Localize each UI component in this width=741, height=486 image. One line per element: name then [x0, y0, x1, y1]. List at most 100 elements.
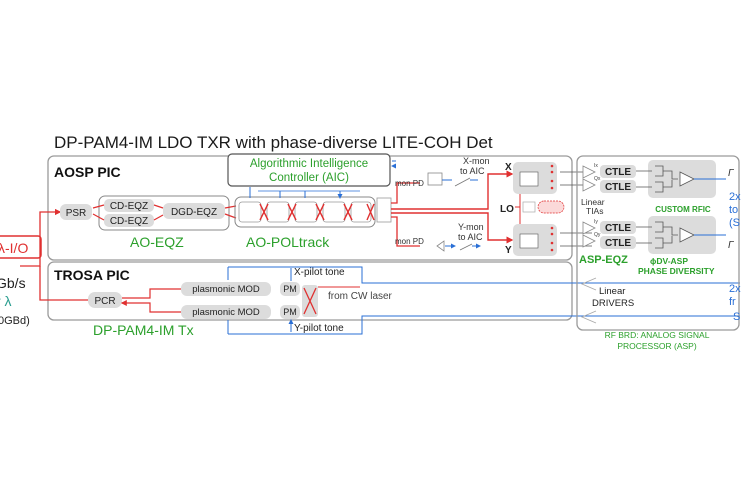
- x-label: X: [505, 162, 512, 173]
- tx-label: DP-PAM4-IM Tx: [93, 322, 194, 338]
- mod-to-pcr-paths: [122, 288, 181, 313]
- y-signal-path: [391, 212, 514, 244]
- mod-2-label: plasmonic MOD: [192, 307, 260, 318]
- mod-1-block: [181, 282, 271, 296]
- y-mon-optical-path: [391, 216, 420, 247]
- linear-drivers-line2: DRIVERS: [592, 298, 634, 309]
- aic-line1: Algorithmic Intelligence: [250, 158, 368, 170]
- cd-eqz-1-label: CD-EQZ: [110, 201, 148, 212]
- dgd-eqz-block: [163, 203, 225, 219]
- output-bottom-symbol: Γ: [728, 240, 735, 251]
- io-label: λ-I/O: [0, 240, 28, 256]
- cd-eqz-2-label: CD-EQZ: [110, 216, 148, 227]
- right-frag-2x-b: 2x: [729, 283, 741, 295]
- mon-pd-top-icon: [427, 172, 443, 186]
- iy-label: Iy: [594, 219, 598, 225]
- poltrack-stages: [238, 187, 375, 223]
- y-label: Y: [505, 245, 512, 256]
- asp-board-panel: [576, 155, 740, 331]
- rfic-outputs: [694, 178, 726, 236]
- baud-fragment: 0GBd): [0, 315, 30, 327]
- trosa-pic-panel: [47, 261, 573, 321]
- mon-pd-outputs: [442, 179, 455, 246]
- output-top-symbol: Γ: [728, 168, 735, 179]
- poltrack-input: [224, 205, 237, 219]
- psr-label: PSR: [66, 208, 87, 219]
- diagram-title: DP-PAM4-IM LDO TXR with phase-diverse LI…: [54, 133, 493, 152]
- io-box: [0, 235, 42, 259]
- x-mon-line1: X-mon: [463, 156, 490, 166]
- pm-2-label: PM: [283, 307, 297, 317]
- mon-pd-top-label: mon PD: [395, 179, 424, 188]
- rfic-internals: [636, 165, 695, 249]
- lambda-fragment: r λ: [0, 293, 12, 309]
- mod-1-label: plasmonic MOD: [192, 284, 260, 295]
- x-mon-optical-path: [391, 182, 420, 204]
- x-mon-line2: to AIC: [460, 166, 485, 176]
- y-mon-line2: to AIC: [458, 232, 483, 242]
- cd-eqz-1-block: [104, 199, 154, 212]
- pcr-block: [88, 292, 122, 308]
- mon-pd-bottom-label: mon PD: [395, 237, 424, 246]
- pm-1-label: PM: [283, 284, 297, 294]
- asp-eqz-label: ASP-EQZ: [579, 254, 628, 266]
- mod-2-block: [181, 305, 271, 319]
- rate-fragment: Gb/s: [0, 275, 26, 291]
- linear-drivers-line1: Linear: [599, 286, 625, 297]
- asp-footer-line1: RF BRD: ANALOG SIGNAL: [605, 330, 710, 340]
- custom-rfic-label: CUSTOM RFIC: [655, 205, 711, 214]
- ao-eqz-group: [98, 195, 230, 231]
- phase-diversity-label: PHASE DIVERSITY: [638, 266, 715, 276]
- ctle-ix-label: CTLE: [605, 167, 631, 178]
- qx-label: Qx: [594, 176, 601, 182]
- mon-to-aic-arrows: [470, 179, 480, 246]
- ao-poltrack-label: AO-POLtrack: [246, 234, 330, 250]
- ctle-qx-label: CTLE: [605, 182, 631, 193]
- pd-to-tia: [560, 171, 592, 247]
- driver-to-mod-paths: [228, 266, 740, 335]
- qy-label: Qy: [594, 232, 601, 238]
- mon-switches: [454, 177, 473, 251]
- io-link: [20, 258, 41, 267]
- ao-eqz-label: AO-EQZ: [130, 234, 184, 250]
- lo-label: LO: [500, 204, 514, 215]
- trosa-header: TROSA PIC: [54, 267, 130, 283]
- tia-array: [582, 165, 596, 248]
- right-frag-s: (S: [729, 217, 740, 229]
- y-mon-line1: Y-mon: [458, 222, 484, 232]
- x-pilot-label: X-pilot tone: [294, 267, 345, 278]
- tap-coupler: [376, 197, 392, 223]
- pcr-output-path: [39, 266, 90, 301]
- ctle-blocks: [600, 165, 636, 249]
- asp-footer-line2: PROCESSOR (ASP): [617, 341, 697, 351]
- x-signal-path: [391, 170, 514, 210]
- linear-tias-line2: TIAs: [586, 206, 603, 216]
- aosp-header: AOSP PIC: [54, 164, 121, 180]
- lo-splitter: [522, 201, 536, 213]
- splitter-cross: [303, 287, 317, 315]
- y-pilot-label: Y-pilot tone: [294, 323, 344, 334]
- cw-laser-label: from CW laser: [328, 291, 393, 302]
- ctle-qy-label: CTLE: [605, 238, 631, 249]
- dgd-eqz-label: DGD-EQZ: [171, 207, 217, 218]
- right-frag-s-b: S: [733, 311, 740, 323]
- linear-tias-line1: Linear: [581, 197, 605, 207]
- hybrid-y-core: [519, 233, 539, 249]
- aic-line2: Controller (AIC): [269, 172, 349, 184]
- right-frag-to: to: [729, 204, 738, 216]
- right-frag-2x: 2x: [729, 191, 741, 203]
- hybrid-x-core: [519, 171, 539, 187]
- mon-pd-bottom-icon: [436, 240, 445, 252]
- input-path-aosp: [39, 208, 62, 258]
- balanced-pds: [550, 164, 554, 252]
- pm-1-block: [280, 282, 300, 296]
- ix-label: Ix: [594, 163, 598, 169]
- linear-driver-icons: [580, 277, 597, 324]
- right-frag-fr: fr: [729, 296, 736, 308]
- psr-block: [60, 204, 92, 220]
- aic-inputs: [392, 160, 396, 166]
- cw-laser-lo: [537, 200, 565, 214]
- pcr-label: PCR: [94, 296, 115, 307]
- dv-asp-label: ϕDV-ASP: [650, 256, 688, 266]
